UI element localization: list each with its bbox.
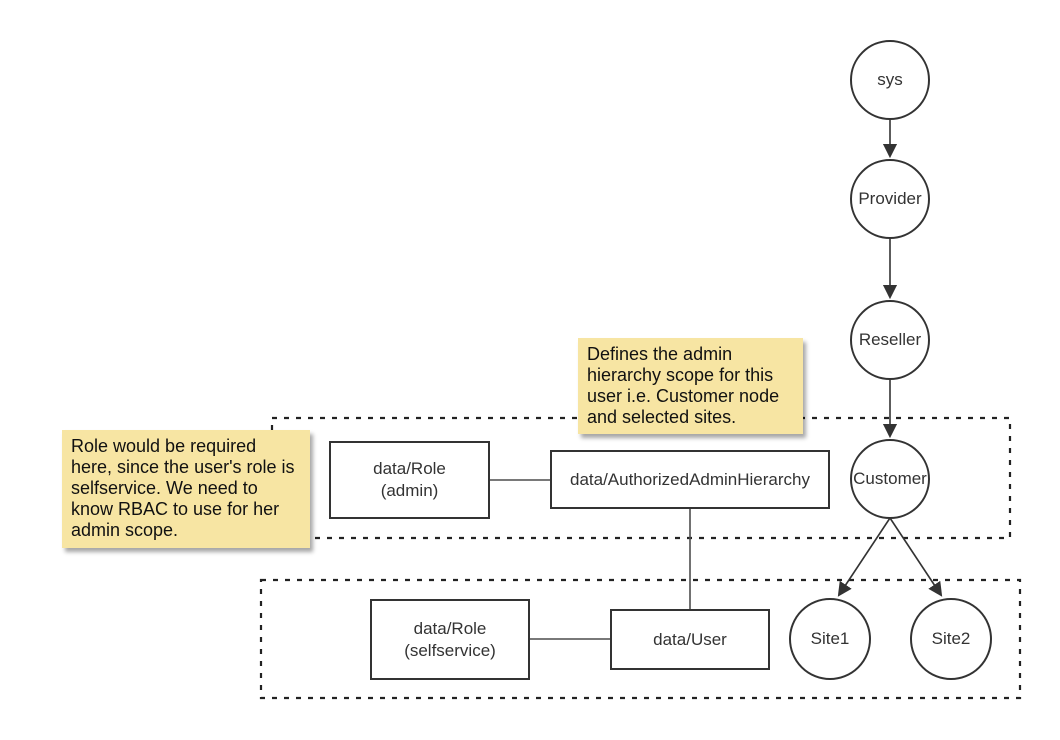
note-role-required: Role would be required here, since the u…	[62, 430, 310, 548]
node-reseller-label: Reseller	[858, 330, 922, 349]
box-authorized-admin-hierarchy: data/AuthorizedAdminHierarchy	[550, 450, 830, 509]
node-sys-label: sys	[877, 70, 903, 89]
node-site2-label: Site2	[931, 629, 971, 648]
hierarchy-node-reseller: Reseller	[850, 300, 930, 380]
box-role-selfservice-label: data/Role (selfservice)	[404, 618, 496, 660]
hierarchy-node-customer: Customer	[850, 439, 930, 519]
edge-customer-site1	[837, 517, 891, 597]
box-role-selfservice: data/Role (selfservice)	[370, 599, 530, 680]
node-site1-label: Site1	[810, 629, 850, 648]
box-role-admin-label: data/Role (admin)	[373, 459, 446, 500]
box-user-label: data/User	[653, 629, 727, 649]
user-scope-dashed-box	[259, 578, 1022, 700]
hierarchy-node-sys: sys	[850, 40, 930, 120]
box-user: data/User	[610, 609, 770, 670]
box-authorized-admin-hierarchy-label: data/AuthorizedAdminHierarchy	[569, 469, 810, 489]
hierarchy-node-site2: Site2	[910, 598, 992, 680]
box-role-admin: data/Role (admin)	[329, 441, 490, 519]
edge-customer-site2	[889, 517, 943, 597]
node-provider-label: Provider	[858, 189, 922, 208]
hierarchy-node-site1: Site1	[789, 598, 871, 680]
node-customer-label: Customer	[853, 469, 927, 488]
note-admin-hierarchy-scope: Defines the admin hierarchy scope for th…	[578, 338, 803, 434]
hierarchy-node-provider: Provider	[850, 159, 930, 239]
